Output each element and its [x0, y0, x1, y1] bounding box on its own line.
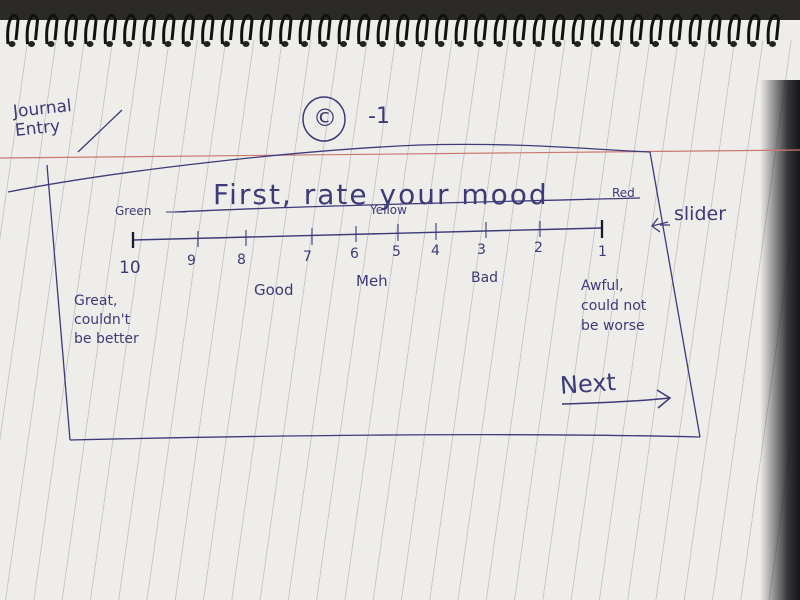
scale-number-7: 7: [303, 249, 312, 265]
spiral-coil: [103, 13, 118, 47]
mood-rating-title: First, rate your mood: [213, 178, 549, 211]
slider-pointer-arrow: [651, 217, 670, 233]
color-label-red: Red: [612, 186, 635, 200]
next-button[interactable]: Next: [559, 368, 617, 400]
spiral-coil: [142, 13, 157, 47]
descriptor-great: Great, couldn't be better: [74, 293, 139, 347]
spiral-coil: [610, 13, 625, 47]
spiral-coil: [376, 13, 391, 47]
spiral-coil: [396, 13, 410, 47]
spiral-coil: [201, 13, 215, 47]
spiral-coil: [552, 13, 566, 47]
slider-ticks: [197, 221, 541, 247]
spiral-coil: [532, 13, 547, 47]
spiral-coil: [513, 13, 527, 47]
spiral-coil: [162, 13, 176, 47]
spiral-coil: [45, 13, 59, 47]
spiral-coil: [454, 13, 469, 47]
spiral-coil: [669, 13, 683, 47]
spiral-coil: [279, 13, 293, 47]
spiral-coil: [240, 13, 254, 47]
scale-number-5: 5: [392, 244, 401, 260]
descriptor-meh: Meh: [356, 272, 388, 290]
spiral-coil: [591, 13, 605, 47]
spiral-coil: [84, 13, 98, 47]
spiral-coil: [6, 13, 20, 47]
journal-entry-underline: [77, 109, 123, 153]
scale-number-9: 9: [187, 253, 196, 269]
journal-entry-label: Journal Entry: [12, 96, 73, 141]
spiral-coil: [688, 13, 703, 47]
spiral-coil: [298, 13, 313, 47]
mood-slider-track[interactable]: [132, 227, 603, 241]
spiral-coil: [435, 13, 449, 47]
spiral-coil: [727, 13, 742, 47]
spiral-coil: [64, 13, 79, 47]
spiral-coil: [474, 13, 488, 47]
spiral-coil: [318, 13, 332, 47]
descriptor-bad: Bad: [471, 270, 499, 286]
spiral-coil: [649, 13, 664, 47]
scale-number-10: 10: [119, 258, 141, 278]
spiral-coil: [571, 13, 586, 47]
color-label-yellow: Yellow: [370, 203, 407, 217]
spiral-coil: [337, 13, 352, 47]
copyright-glyph: ©: [313, 104, 337, 132]
scale-number-8: 8: [237, 252, 246, 268]
descriptor-good: Good: [254, 281, 294, 299]
scale-number-4: 4: [431, 243, 440, 259]
spiral-coil: [630, 13, 644, 47]
spiral-coil: [357, 13, 371, 47]
page-edge-shadow: [760, 80, 800, 600]
spiral-coil: [766, 13, 781, 47]
spiral-binding: [0, 0, 800, 47]
spiral-coil: [415, 13, 430, 47]
wireframe-frame: [7, 143, 701, 441]
spiral-coil: [25, 13, 40, 47]
scale-number-2: 2: [534, 240, 543, 256]
copyright-circle-icon: [302, 96, 346, 142]
spiral-coil: [708, 13, 722, 47]
spiral-coil: [220, 13, 235, 47]
spiral-coil: [747, 13, 761, 47]
slider-annotation: slider: [674, 203, 727, 225]
spiral-coil: [123, 13, 137, 47]
color-label-dashes: [166, 198, 606, 213]
spiral-coil: [181, 13, 196, 47]
scale-number-6: 6: [350, 246, 359, 262]
spiral-coil: [493, 13, 508, 47]
descriptor-awful: Awful, could not be worse: [581, 278, 647, 334]
next-arrow-icon[interactable]: [561, 389, 672, 409]
scale-number-1: 1: [598, 244, 607, 260]
color-label-green: Green: [115, 204, 152, 218]
page-number: -1: [368, 104, 390, 129]
scale-number-3: 3: [477, 242, 486, 258]
spiral-coil: [259, 13, 274, 47]
